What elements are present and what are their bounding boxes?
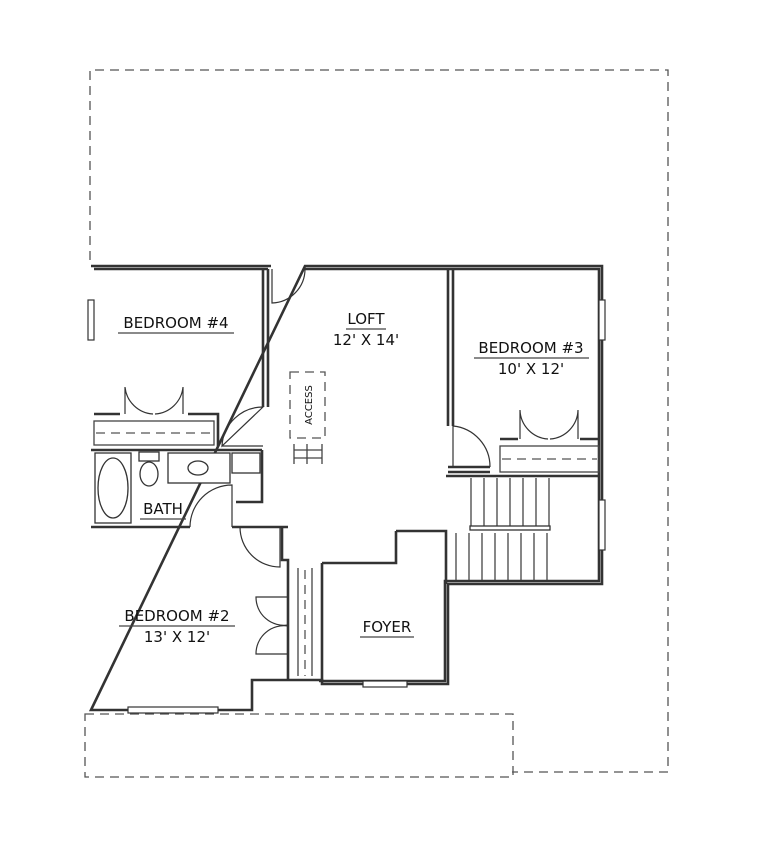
doors [124, 268, 579, 655]
attic-access [289, 371, 326, 464]
room-name-bedroom-4: BEDROOM #4 [123, 314, 228, 332]
room-name-bedroom-3: BEDROOM #3 [478, 339, 583, 357]
room-size-loft: 12' X 14' [333, 331, 399, 349]
interior-walls [91, 269, 599, 680]
windows [87, 299, 606, 714]
roof-outline [84, 69, 669, 778]
room-name-loft: LOFT [347, 310, 385, 328]
room-name-bath: BATH [143, 500, 183, 518]
access-label: ACCESS [304, 385, 315, 425]
bath-fixtures [94, 451, 261, 524]
room-name-foyer: FOYER [363, 618, 412, 636]
room-size-bedroom-3: 10' X 12' [498, 360, 564, 378]
room-name-bedroom-2: BEDROOM #2 [124, 607, 229, 625]
stairs [455, 478, 551, 580]
closet-shelves [93, 420, 600, 676]
room-size-bedroom-2: 13' X 12' [144, 628, 210, 646]
